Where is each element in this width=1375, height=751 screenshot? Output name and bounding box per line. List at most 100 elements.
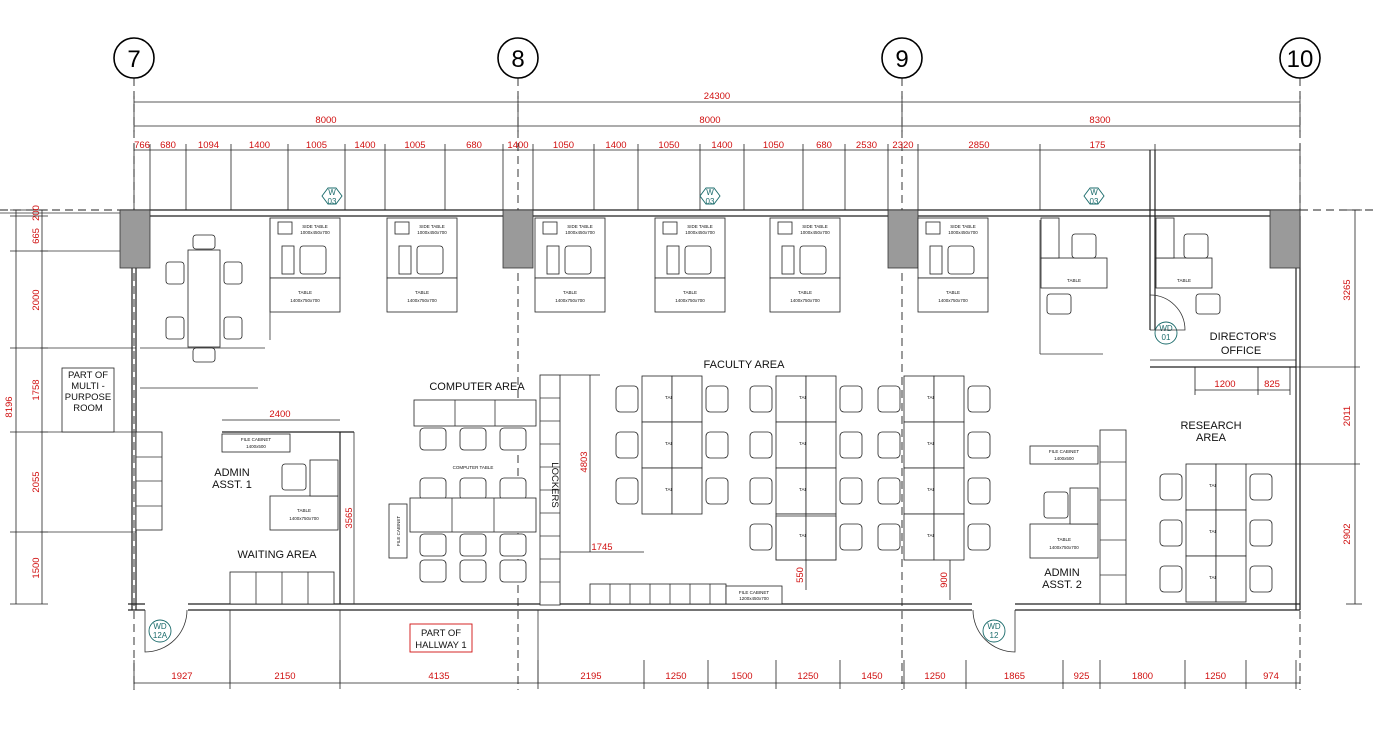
- svg-text:SIDE TABLE: SIDE TABLE: [419, 224, 445, 229]
- svg-text:TABLE: TABLE: [298, 290, 312, 295]
- svg-text:1000x450x700: 1000x450x700: [685, 230, 715, 235]
- bottom-dim-label: 2195: [580, 671, 601, 682]
- top-detail-dim-label: 1400: [249, 140, 270, 151]
- computer-chair: [459, 559, 487, 583]
- multipurpose-label-1: PART OF: [68, 370, 108, 381]
- dim-director-825: 825: [1264, 379, 1280, 390]
- desk: [805, 467, 837, 515]
- room-labels: PART OF MULTI - PURPOSE ROOM ADMIN ASST.…: [61, 331, 1276, 653]
- computer-label: COMPUTER AREA: [429, 381, 525, 393]
- bottom-dim-label: 974: [1263, 671, 1279, 682]
- computer-chair: [499, 427, 527, 451]
- admin1-label-1: ADMIN: [214, 467, 250, 479]
- computer-chair: [499, 477, 527, 501]
- tables: TABLETABLETABLETABLETABLETABLETABLETABLE…: [615, 375, 1273, 603]
- left-dim-label: 2055: [31, 471, 42, 492]
- bottom-dim-label: 1865: [1004, 671, 1025, 682]
- grid-axis-10: [1279, 37, 1321, 79]
- desk: TABLE: [775, 375, 813, 423]
- multipurpose-label-2: MULTI -: [71, 381, 105, 392]
- admin1-furniture: FILE CABINET 1400x500 TABLE 1400x750x700: [135, 431, 339, 605]
- research-label-2: AREA: [1196, 432, 1227, 444]
- chair: [1159, 565, 1183, 593]
- computer-chair: [499, 559, 527, 583]
- chair: [967, 477, 991, 505]
- svg-text:1400x750x700: 1400x750x700: [290, 298, 320, 303]
- hallway-box: [409, 623, 473, 653]
- svg-text:TABLE: TABLE: [946, 290, 960, 295]
- svg-text:03: 03: [706, 197, 715, 206]
- chair: [705, 431, 729, 459]
- dim-faculty-gap: 550: [795, 567, 806, 583]
- dim-admin-height: 3565: [344, 507, 355, 528]
- chair: [1249, 565, 1273, 593]
- svg-text:SIDE TABLE: SIDE TABLE: [302, 224, 328, 229]
- svg-text:TABLE: TABLE: [1057, 537, 1071, 542]
- research-label-1: RESEARCH: [1180, 420, 1241, 432]
- multipurpose-label-4: ROOM: [73, 403, 103, 414]
- chair: [877, 477, 901, 505]
- desk: [671, 421, 703, 469]
- svg-text:W: W: [328, 188, 336, 197]
- dim-right-2: 2011: [1342, 406, 1353, 426]
- svg-text:TABLE: TABLE: [683, 290, 697, 295]
- svg-text:SIDE TABLE: SIDE TABLE: [567, 224, 593, 229]
- svg-text:1400x750x700: 1400x750x700: [938, 298, 968, 303]
- bottom-dim-label: 1250: [924, 671, 945, 682]
- svg-text:W: W: [1090, 188, 1098, 197]
- chair: [877, 523, 901, 551]
- svg-text:WD: WD: [987, 622, 1001, 631]
- waiting-label: WAITING AREA: [237, 549, 317, 561]
- bottom-dim-label: 1250: [797, 671, 818, 682]
- desk: TABLE: [903, 467, 941, 515]
- admin1-label-2: ASST. 1: [212, 479, 252, 491]
- bottom-dim-label: 1250: [1205, 671, 1226, 682]
- top-detail-dim-label: 2850: [968, 140, 989, 151]
- chair: [839, 385, 863, 413]
- svg-text:TABLE: TABLE: [1177, 278, 1191, 283]
- svg-text:SIDE TABLE: SIDE TABLE: [687, 224, 713, 229]
- desk: TABLE: [903, 513, 941, 561]
- chair: [967, 431, 991, 459]
- svg-text:SIDE TABLE: SIDE TABLE: [802, 224, 828, 229]
- dim-bay-1: 8000: [315, 115, 336, 126]
- svg-text:COMPUTER TABLE: COMPUTER TABLE: [453, 465, 494, 470]
- svg-text:1400x750x700: 1400x750x700: [790, 298, 820, 303]
- dim-left-overall: 8196: [4, 396, 15, 417]
- hallway-label-1: PART OF: [421, 628, 461, 639]
- svg-text:1400x750x700: 1400x750x700: [555, 298, 585, 303]
- grid-axis-9-label: 9: [895, 46, 908, 73]
- chair: [1159, 473, 1183, 501]
- desk: TABLE: [903, 421, 941, 469]
- computer-chair: [459, 477, 487, 501]
- admin2-label-2: ASST. 2: [1042, 579, 1082, 591]
- svg-text:TABLE: TABLE: [798, 290, 812, 295]
- bottom-dim-label: 1250: [665, 671, 686, 682]
- chair: [839, 431, 863, 459]
- svg-text:12A: 12A: [153, 631, 168, 640]
- lockers-label: LOCKERS: [549, 462, 560, 507]
- svg-text:TABLE: TABLE: [563, 290, 577, 295]
- dim-admin-width: 2400: [269, 409, 290, 420]
- window-tag-w03-2: W 03: [699, 187, 721, 206]
- svg-text:WD: WD: [1159, 324, 1173, 333]
- top-detail-dim-label: 680: [160, 140, 176, 151]
- computer-chair: [459, 427, 487, 451]
- grid-axes: 7 8 9 10: [0, 37, 1375, 690]
- top-detail-dim-label: 1005: [306, 140, 327, 151]
- bottom-dim-label: 2150: [274, 671, 295, 682]
- grid-axis-7: [113, 37, 155, 79]
- top-detail-dim-label: 2320: [892, 140, 913, 151]
- top-detail-dim-label: 1050: [553, 140, 574, 151]
- grid-axis-7-label: 7: [127, 46, 140, 73]
- chair: [749, 385, 773, 413]
- svg-text:1400x750x700: 1400x750x700: [1049, 545, 1079, 550]
- bottom-dim-label: 1500: [731, 671, 752, 682]
- desk: [933, 513, 965, 561]
- multipurpose-label-3: PURPOSE: [65, 392, 111, 403]
- svg-text:1000x450x700: 1000x450x700: [300, 230, 330, 235]
- top-detail-dim-label: 680: [816, 140, 832, 151]
- chair: [615, 477, 639, 505]
